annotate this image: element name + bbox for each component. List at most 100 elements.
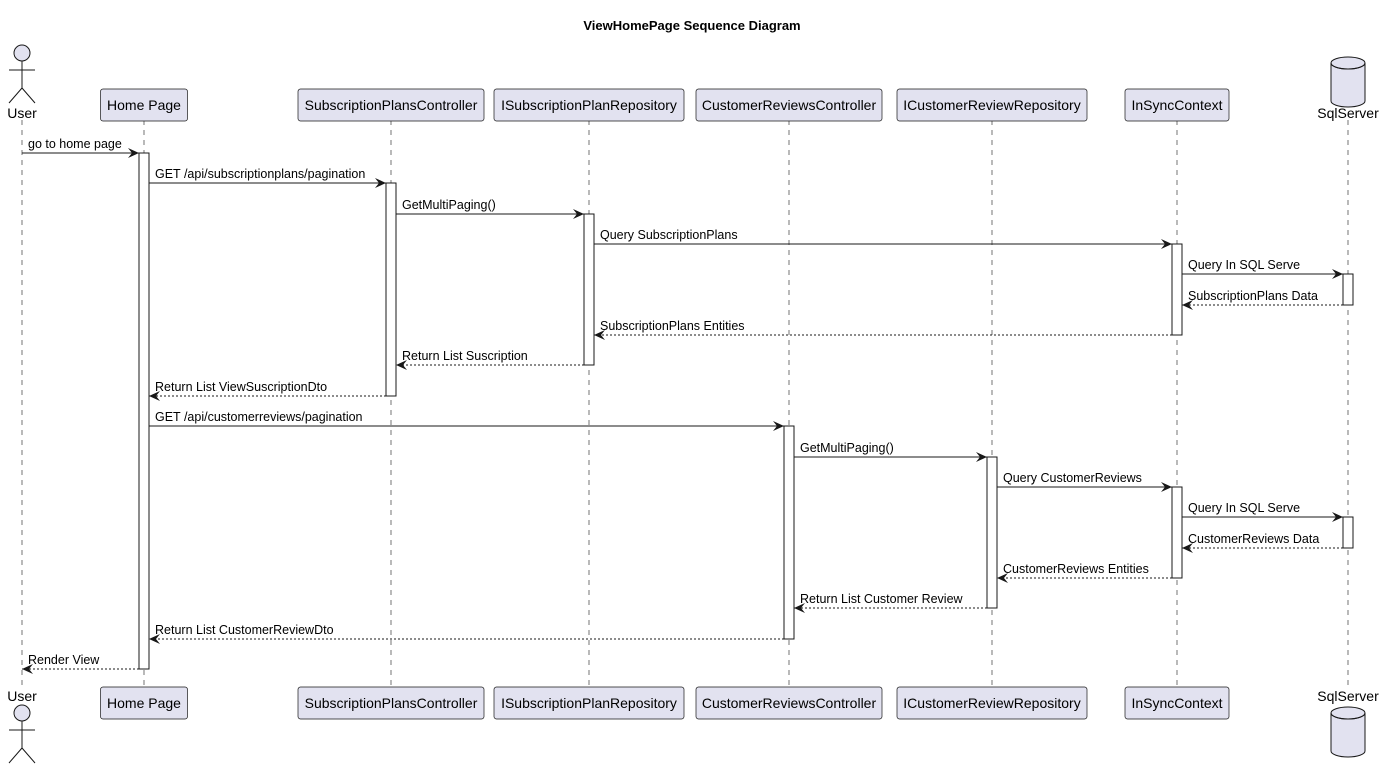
participant-sqlserver-bottom: SqlServer [1317,688,1379,758]
participant-label: InSyncContext [1131,97,1222,113]
message: Query In SQL Serve [1182,501,1343,522]
actor-label: User [7,105,37,121]
participant-label: ICustomerReviewRepository [903,97,1080,113]
actor-head [13,704,31,722]
message-label: Render View [28,653,100,667]
participant-label: Home Page [107,97,181,113]
message-label: CustomerReviews Entities [1003,562,1149,576]
participant-box [100,686,188,720]
message: Query SubscriptionPlans [594,228,1172,249]
participant-label: CustomerReviewsController [702,97,877,113]
message: Return List CustomerReviewDto [149,623,784,644]
actor-body [8,61,36,104]
activation-bar-sqlserver [1342,516,1354,549]
database-cylinder-rim [1330,62,1366,70]
message-label: GET /api/subscriptionplans/pagination [155,167,365,181]
message: Query CustomerReviews [997,471,1172,492]
message-label: GET /api/customerreviews/pagination [155,410,363,424]
participant-label: ISubscriptionPlanRepository [501,695,677,711]
participant-box [695,88,883,122]
participant-label: CustomerReviewsController [702,695,877,711]
participant-box [896,88,1088,122]
participant-customerreviewscontroller-bottom: CustomerReviewsController [695,686,883,720]
message-label: SubscriptionPlans Entities [600,319,745,333]
participant-label: ICustomerReviewRepository [903,695,1080,711]
participant-sqlserver-top: SqlServer [1317,56,1379,121]
activation-bar-isubscriptionplanrepository [583,213,595,366]
participant-heads-bottom: User Home Page SubscriptionPlansController… [7,686,1379,764]
message-label: CustomerReviews Data [1188,532,1319,546]
activation-bar-customerreviewscontroller [783,425,795,640]
actor-body [8,721,36,764]
participant-box [493,88,685,122]
participant-customerreviewscontroller-top: CustomerReviewsController [695,88,883,122]
participant-label: SubscriptionPlansController [305,695,478,711]
activation-bar-sqlserver [1342,273,1354,306]
participant-insynccontext-bottom: InSyncContext [1124,686,1230,720]
participant-isubscriptionplanrepository-top: ISubscriptionPlanRepository [493,88,685,122]
participant-isubscriptionplanrepository-bottom: ISubscriptionPlanRepository [493,686,685,720]
lifelines [21,120,1349,688]
message: SubscriptionPlans Entities [594,319,1172,340]
participant-box [100,88,188,122]
message: GetMultiPaging() [794,441,987,462]
message: Query In SQL Serve [1182,258,1343,279]
message: GetMultiPaging() [396,198,584,219]
message-label: Query SubscriptionPlans [600,228,738,242]
participant-user-top: User [7,44,37,121]
database-label: SqlServer [1317,105,1379,121]
participant-label: SubscriptionPlansController [305,97,478,113]
database-label: SqlServer [1317,688,1379,704]
message-label: Return List Customer Review [800,592,964,606]
message-label: go to home page [28,137,122,151]
message-label: SubscriptionPlans Data [1188,289,1318,303]
participant-box [297,88,485,122]
database-cylinder-body [1330,713,1366,758]
participant-user-bottom: User [7,688,37,764]
participant-box [1124,686,1230,720]
participant-subscriptionplanscontroller-bottom: SubscriptionPlansController [297,686,485,720]
participant-home-page-top: Home Page [100,88,188,122]
message-label: Query In SQL Serve [1188,501,1300,515]
participant-heads-top: User Home Page SubscriptionPlansController… [7,44,1379,122]
participant-label: ISubscriptionPlanRepository [501,97,677,113]
message: SubscriptionPlans Data [1182,289,1343,310]
message-label: Return List ViewSuscriptionDto [155,380,327,394]
activation-bar-insynccontext [1171,486,1183,579]
participant-box [493,686,685,720]
database-cylinder-body [1330,63,1366,108]
message-label: Query In SQL Serve [1188,258,1300,272]
message: CustomerReviews Entities [997,562,1172,583]
participant-box [1124,88,1230,122]
participant-icustomerreviewrepository-top: ICustomerReviewRepository [896,88,1088,122]
message: CustomerReviews Data [1182,532,1343,553]
activation-bars [138,152,1354,670]
participant-box [695,686,883,720]
activation-bar-icustomerreviewrepository [986,456,998,609]
participant-insynccontext-top: InSyncContext [1124,88,1230,122]
message-label: GetMultiPaging() [402,198,496,212]
message-label: Return List Suscription [402,349,528,363]
participant-home-page-bottom: Home Page [100,686,188,720]
actor-label: User [7,688,37,704]
actor-head [13,44,31,62]
message-label: GetMultiPaging() [800,441,894,455]
message: Return List Suscription [396,349,584,370]
participant-subscriptionplanscontroller-top: SubscriptionPlansController [297,88,485,122]
participant-box [896,686,1088,720]
message: Return List Customer Review [794,592,987,613]
message: Render View [22,653,139,674]
message: go to home page [22,137,139,158]
participant-label: InSyncContext [1131,695,1222,711]
participant-label: Home Page [107,695,181,711]
activation-bar-insynccontext [1171,243,1183,336]
message-label: Return List CustomerReviewDto [155,623,334,637]
database-cylinder-rim [1330,712,1366,720]
message-label: Query CustomerReviews [1003,471,1142,485]
diagram-title: ViewHomePage Sequence Diagram [583,18,800,33]
message: GET /api/customerreviews/pagination [149,410,784,431]
activation-bar-subscriptionplanscontroller [385,182,397,397]
activation-bar-home-page [138,152,150,670]
